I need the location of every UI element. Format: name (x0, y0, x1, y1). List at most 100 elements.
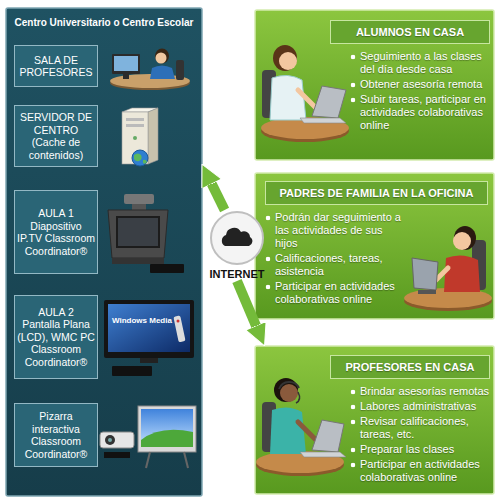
iptv-device-icon (118, 218, 158, 246)
box-label: AULA 1 (17, 207, 95, 220)
bullet-item: Participar en actividades colaborativas … (350, 458, 490, 484)
interactive-whiteboard-icon (184, 452, 188, 468)
student-at-laptop-icon (273, 45, 297, 71)
parent-at-computer-icon (454, 226, 476, 250)
box-label: SERVIDOR DE CENTRO (17, 111, 95, 136)
panel-backgrounds (6, 8, 494, 496)
server-tower-icon (122, 108, 158, 166)
parent-at-computer-icon (418, 290, 436, 294)
box-label: SALA DE PROFESORES (17, 54, 95, 79)
iptv-device-icon (108, 194, 184, 273)
student-at-laptop-icon (300, 118, 346, 123)
server-tower-icon (133, 136, 137, 140)
network-label: INTERNET (206, 268, 268, 281)
server-tower-icon (148, 108, 158, 164)
panel-heading: PADRES DE FAMILIA EN LA OFICINA (265, 181, 488, 205)
panel-background (6, 8, 202, 496)
user-panel: PROFESORES EN CASA Brindar asesorías remo… (255, 346, 494, 494)
interactive-whiteboard-icon (108, 438, 112, 442)
bullet-item: Preparar las clases (350, 443, 490, 456)
flat-screen-tv-icon (112, 366, 152, 376)
user-panel: PADRES DE FAMILIA EN LA OFICINA Podrán da… (255, 173, 494, 319)
teacher-at-desk-icon (112, 54, 140, 74)
teacher-at-desk-icon (155, 49, 169, 64)
internet-cloud: INTERNET (206, 210, 268, 281)
student-at-laptop-icon (261, 45, 349, 142)
flat-screen-tv-icon (177, 320, 180, 323)
interactive-whiteboard-icon (100, 406, 196, 468)
screen-logo-text: Windows Media (112, 316, 172, 325)
box-label: (Cache de contenidos) (17, 136, 95, 161)
room-box: AULA 1Diapositivo IP.TV Classroom Coordi… (14, 190, 98, 274)
school-panel: Centro Universitario o Centro EscolarSAL… (6, 8, 202, 496)
interactive-whiteboard-icon (141, 430, 193, 447)
server-tower-icon (126, 124, 144, 127)
teacher-with-headset-icon (274, 378, 298, 402)
panel-heading: PROFESORES EN CASA (330, 355, 490, 379)
interactive-whiteboard-icon (146, 452, 150, 468)
panel-background (255, 173, 494, 319)
box-label: Pantalla Plana (LCD), WMC PC Classroom C… (17, 318, 95, 368)
bullet-item: Participar en actividades colaborativas … (265, 280, 401, 306)
room-box: SERVIDOR DE CENTRO(Cache de contenidos) (14, 105, 98, 167)
iptv-device-icon (150, 264, 184, 273)
cloud-symbol (222, 228, 253, 246)
interactive-whiteboard-icon (138, 406, 196, 452)
bullet-item: Podrán dar seguimiento a las actividades… (265, 211, 401, 250)
flat-screen-tv-icon (104, 300, 194, 358)
teacher-at-desk-icon (150, 66, 175, 80)
iptv-device-icon (112, 258, 164, 264)
teacher-with-headset-icon (300, 452, 346, 457)
server-tower-icon (132, 150, 148, 166)
iptv-device-icon (108, 210, 168, 258)
bullet-item: Calificaciones, tareas, asistencia (265, 252, 401, 278)
iptv-device-icon (116, 216, 160, 248)
bullet-item: Obtener asesoría remota (350, 78, 490, 91)
iptv-device-icon (124, 194, 154, 204)
internet-circle (206, 210, 268, 266)
parent-at-computer-icon (444, 255, 480, 292)
teacher-with-headset-icon (279, 382, 299, 389)
server-tower-icon (134, 154, 147, 164)
user-panel: ALUMNOS EN CASASeguimiento a las clases … (255, 10, 494, 160)
parent-at-computer-icon (404, 226, 492, 311)
teacher-with-headset-icon (256, 378, 346, 476)
teacher-with-headset-icon (296, 392, 300, 403)
bullet-item: Brindar asesorías remotas (350, 385, 490, 398)
flat-screen-tv-icon (108, 304, 190, 352)
box-label: Diapositivo IP.TV Classroom Coordinator® (17, 220, 95, 258)
bullet-item: Subir tareas, participar en actividades … (350, 93, 490, 132)
room-box: Pizarra interactiva Classroom Coordinato… (14, 403, 98, 467)
student-at-laptop-icon (270, 75, 306, 120)
flat-screen-tv-icon (104, 300, 194, 376)
interactive-whiteboard-icon (105, 435, 115, 445)
parent-at-computer-icon (453, 232, 471, 250)
teacher-with-headset-icon (298, 422, 318, 442)
teacher-with-headset-icon (280, 384, 298, 402)
flow-arrow (237, 281, 258, 331)
internet-circle (211, 212, 263, 264)
panel-background (255, 346, 494, 494)
bullet-item: Labores administrativas (350, 400, 490, 413)
panel-title: Centro Universitario o Centro Escolar (11, 16, 197, 29)
interactive-whiteboard-icon (104, 452, 130, 458)
parent-at-computer-icon (412, 258, 438, 290)
student-at-laptop-icon (279, 52, 297, 70)
teacher-at-desk-icon (176, 60, 184, 80)
box-label: AULA 2 (17, 306, 95, 319)
interactive-whiteboard-icon (141, 409, 193, 447)
flat-screen-tv-icon (173, 315, 185, 342)
teacher-at-desk-icon (110, 49, 190, 91)
student-at-laptop-icon (312, 86, 346, 118)
flat-screen-tv-icon (140, 358, 158, 363)
teacher-with-headset-icon (312, 420, 344, 452)
iptv-device-icon (132, 204, 146, 210)
server-tower-icon (126, 118, 144, 121)
teacher-with-headset-icon (270, 407, 306, 454)
room-box: AULA 2Pantalla Plana (LCD), WMC PC Class… (14, 295, 98, 379)
teacher-at-desk-icon (123, 74, 129, 79)
panel-heading: ALUMNOS EN CASA (330, 20, 490, 44)
teacher-at-desk-icon (114, 56, 138, 71)
